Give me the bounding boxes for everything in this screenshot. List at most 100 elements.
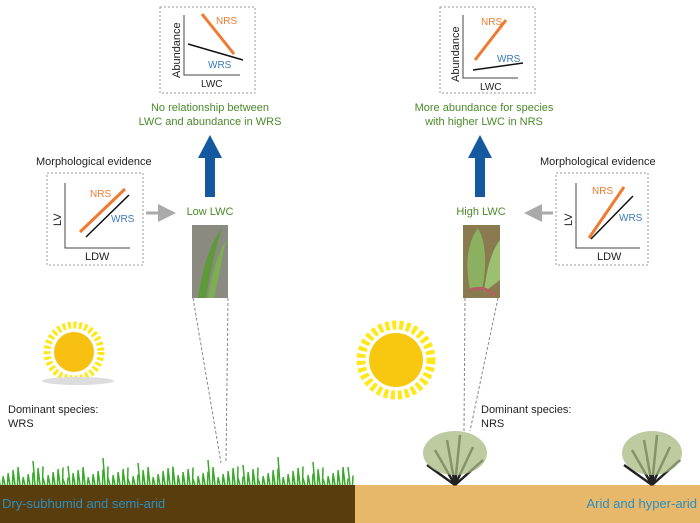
grass-blade xyxy=(257,478,261,486)
grass-blade xyxy=(191,467,194,486)
grass-blade xyxy=(22,476,26,486)
xlabel: LWC xyxy=(480,82,501,93)
grass-blade xyxy=(321,467,324,486)
grass-blade xyxy=(87,476,91,486)
left-sun-icon xyxy=(42,321,114,385)
grass-blade xyxy=(247,471,251,486)
grass-blade xyxy=(72,472,76,486)
right-soil xyxy=(355,485,700,523)
grass-blade xyxy=(67,465,71,486)
right-shrub-icon xyxy=(622,431,682,487)
grass-blade xyxy=(132,475,136,486)
grass-blade xyxy=(7,472,11,486)
grass-blade xyxy=(302,477,306,486)
grass-blade xyxy=(322,478,326,486)
dominant-value: WRS xyxy=(8,418,34,430)
grass-blade xyxy=(222,473,226,486)
grass-blade xyxy=(122,468,126,486)
xlabel: LDW xyxy=(597,251,622,263)
grass-blade xyxy=(337,469,341,486)
grass-blade xyxy=(202,472,206,486)
nrs-label: NRS xyxy=(592,186,613,197)
grass-blade xyxy=(106,466,109,486)
nrs-line xyxy=(78,187,127,234)
grass-blade xyxy=(267,472,271,486)
wrs-label: WRS xyxy=(208,60,232,71)
grass-blade xyxy=(351,475,354,486)
grass-blade xyxy=(332,472,336,486)
grass-blade xyxy=(2,475,6,486)
grass-blade xyxy=(217,476,221,486)
grass-blade xyxy=(42,477,46,486)
conclusion-line: More abundance for species xyxy=(414,102,554,114)
wrs-label: WRS xyxy=(619,213,643,224)
grass-blade xyxy=(297,467,301,486)
conclusion-line: No relationship between xyxy=(150,102,270,114)
grass-blade xyxy=(252,468,256,486)
grass-blade xyxy=(276,468,279,486)
grass-blade xyxy=(342,466,346,486)
zoom-lines xyxy=(192,297,499,464)
left-abundance-chart xyxy=(159,6,256,94)
left-soil xyxy=(0,485,355,523)
grass-blade xyxy=(312,461,316,486)
right-up-arrow xyxy=(468,135,492,197)
right-morph-title: Morphological evidence xyxy=(540,156,656,168)
right-abundance-chart xyxy=(439,6,536,94)
nrs-label: NRS xyxy=(481,17,502,28)
dominant-label: Dominant species: xyxy=(8,404,99,416)
left-conclusion: No relationship between LWC and abundanc… xyxy=(139,101,282,129)
grass-blade xyxy=(117,471,121,486)
wrs-line xyxy=(590,195,634,240)
left-shrub-icon xyxy=(423,431,487,487)
grass-blade xyxy=(27,473,31,486)
grass-blade xyxy=(172,467,176,486)
grass-blade xyxy=(126,467,129,486)
grass-blade xyxy=(262,475,266,486)
grass-blade xyxy=(61,467,64,486)
grass-blade xyxy=(237,477,241,486)
left-up-arrow xyxy=(198,135,222,197)
grass-blade xyxy=(192,478,196,486)
grass-blade xyxy=(227,470,231,486)
grass-blade xyxy=(136,474,139,486)
grass-blade xyxy=(167,467,171,486)
grass-blade xyxy=(212,466,216,486)
grass xyxy=(0,456,354,486)
high-lwc-label: High LWC xyxy=(456,206,506,218)
left-dominant-species: Dominant species: WRS xyxy=(8,403,99,431)
left-morph-chart xyxy=(46,172,144,266)
grass-blade xyxy=(277,456,281,486)
grass-blade xyxy=(256,467,259,486)
grass-blade xyxy=(142,469,146,486)
xlabel: LDW xyxy=(85,251,110,263)
nrs-line xyxy=(587,186,626,239)
right-morph-chart xyxy=(555,172,649,266)
conclusion-line: LWC and abundance in WRS xyxy=(138,116,282,128)
right-conclusion: More abundance for species with higher L… xyxy=(415,101,554,129)
ylabel: LV xyxy=(52,213,64,226)
grass-blade xyxy=(206,471,209,486)
grass-blade xyxy=(152,476,156,486)
grass-blade xyxy=(197,475,201,486)
grass-blade xyxy=(162,470,166,486)
right-dominant-species: Dominant species: NRS xyxy=(481,403,572,431)
grass-blade xyxy=(62,478,66,486)
grass-blade xyxy=(307,474,311,486)
grass-blade xyxy=(101,469,104,486)
grass-blade xyxy=(47,474,51,486)
grass-blade xyxy=(346,478,349,486)
wrs-label: WRS xyxy=(111,214,135,225)
left-morph-title: Morphological evidence xyxy=(36,156,152,168)
grass-blade xyxy=(82,466,86,486)
wrs-line xyxy=(187,43,244,61)
conclusion-line: with higher LWC in NRS xyxy=(425,116,543,128)
nrs-line xyxy=(473,19,508,61)
ylabel: LV xyxy=(563,213,575,226)
grass-blade xyxy=(187,468,191,486)
low-lwc-leaf-photo xyxy=(192,225,228,298)
grass-blade xyxy=(301,466,304,486)
high-lwc-leaf-photo xyxy=(463,225,500,298)
grass-blade xyxy=(241,476,244,486)
nrs-label: NRS xyxy=(90,189,111,200)
